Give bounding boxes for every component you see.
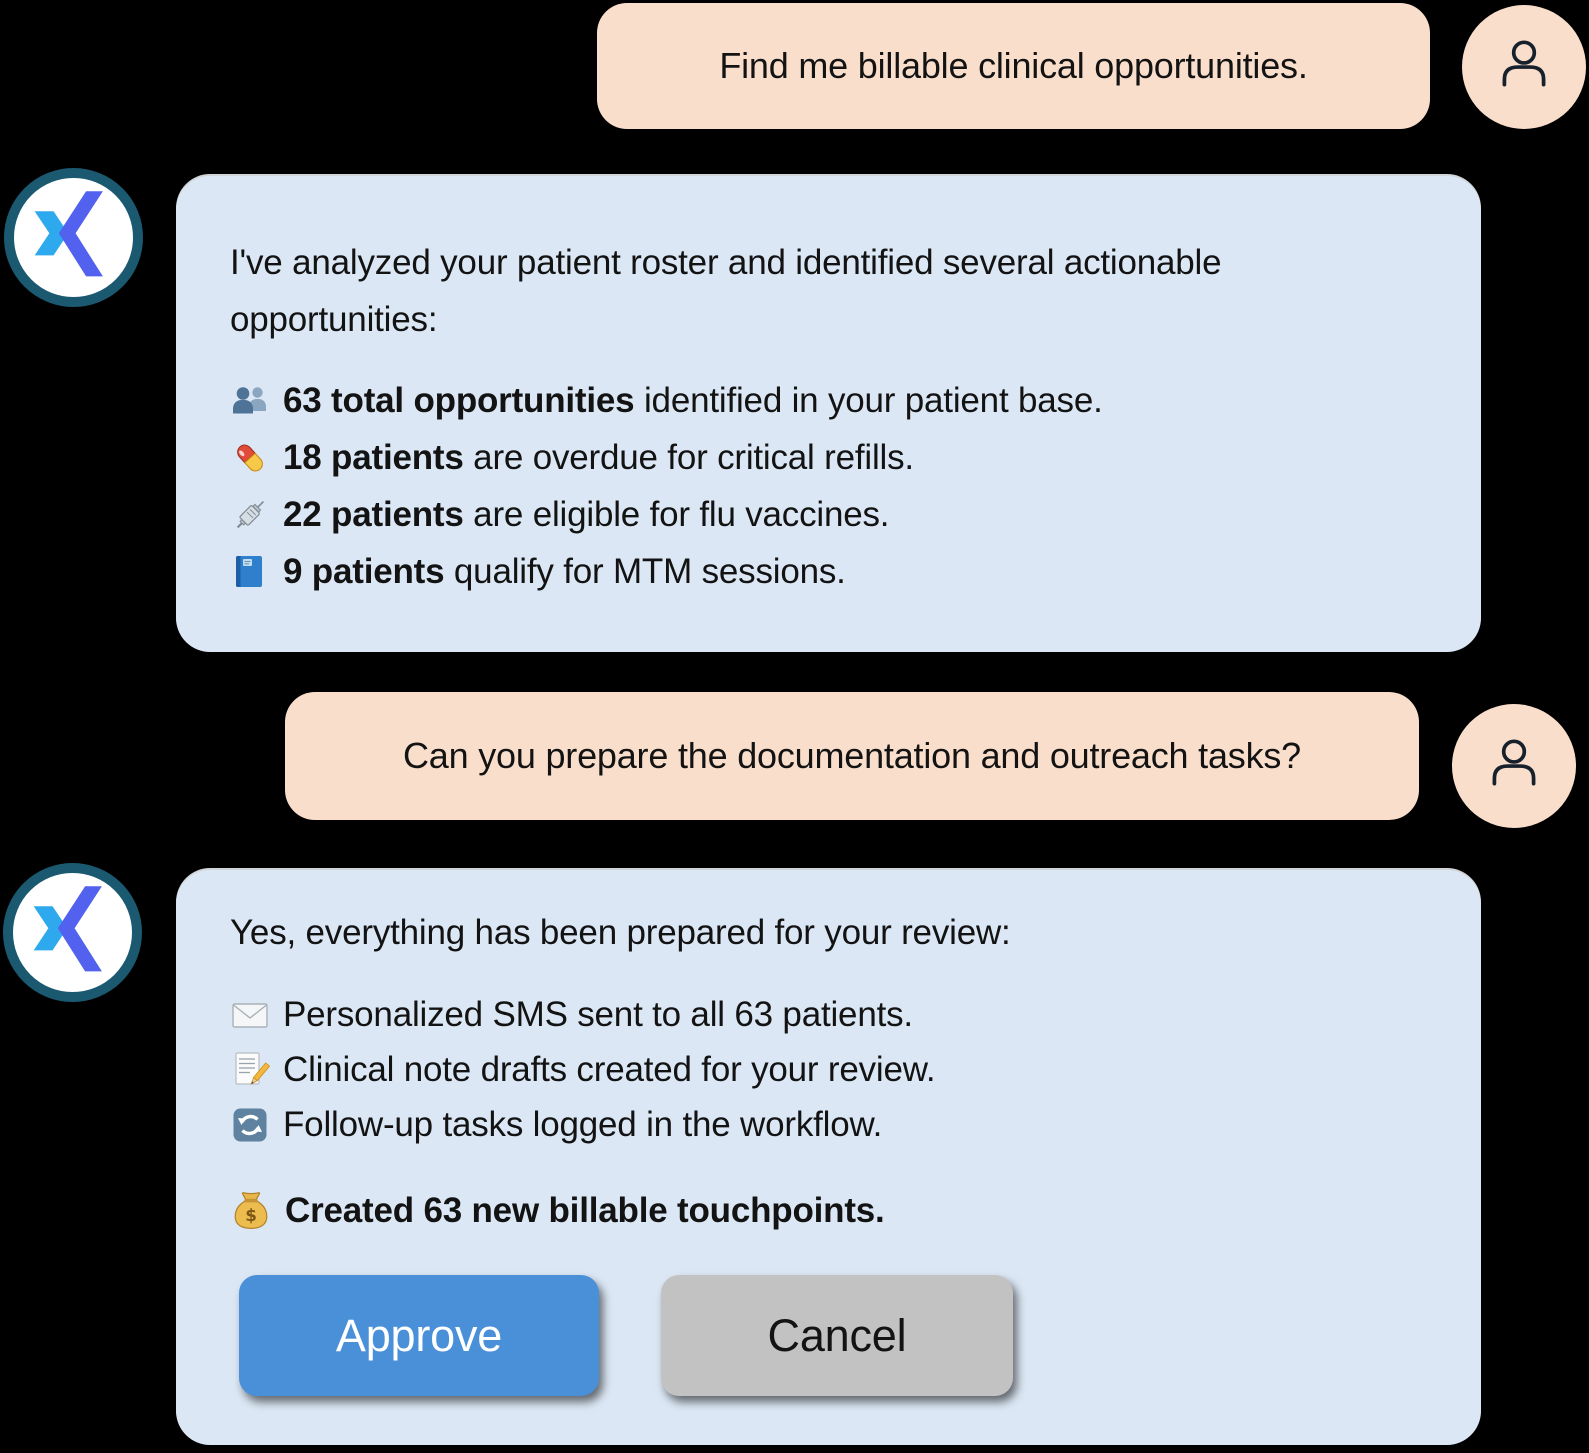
assistant-avatar (4, 168, 143, 307)
user-message-bubble: Can you prepare the documentation and ou… (285, 692, 1419, 820)
list-item: 22 patients are eligible for flu vaccine… (230, 486, 1427, 543)
memo-icon (230, 1050, 271, 1090)
item-text: 9 patients qualify for MTM sessions. (283, 551, 846, 591)
list-item: 9 patients qualify for MTM sessions. (230, 543, 1427, 600)
people-icon (230, 381, 270, 421)
svg-text:$: $ (245, 1204, 256, 1224)
person-icon (1481, 731, 1547, 802)
user-message-text: Can you prepare the documentation and ou… (403, 735, 1301, 776)
action-buttons: Approve Cancel (239, 1275, 1427, 1396)
user-avatar (1462, 5, 1586, 129)
assistant-avatar (3, 863, 142, 1002)
list-item: 18 patients are overdue for critical ref… (230, 429, 1427, 486)
list-item: Clinical note drafts created for your re… (230, 1042, 1427, 1097)
task-list: Personalized SMS sent to all 63 patients… (230, 987, 1427, 1152)
user-avatar (1452, 704, 1576, 828)
user-message-text: Find me billable clinical opportunities. (719, 45, 1308, 86)
syringe-icon (230, 495, 270, 535)
book-icon (230, 552, 270, 592)
assistant-message-bubble: I've analyzed your patient roster and id… (176, 176, 1481, 652)
list-item: Personalized SMS sent to all 63 patients… (230, 987, 1427, 1042)
billable-highlight: $ Created 63 new billable touchpoints. (230, 1182, 1427, 1239)
moneybag-icon: $ (230, 1190, 272, 1232)
person-icon (1491, 32, 1557, 103)
arrows-icon (230, 1105, 270, 1145)
item-text: 22 patients are eligible for flu vaccine… (283, 494, 890, 534)
list-item: 63 total opportunities identified in you… (230, 372, 1427, 429)
approve-button[interactable]: Approve (239, 1275, 599, 1396)
item-text: Personalized SMS sent to all 63 patients… (283, 994, 913, 1034)
item-text: Clinical note drafts created for your re… (283, 1049, 936, 1089)
assistant-intro-text: Yes, everything has been prepared for yo… (230, 913, 1011, 952)
opportunity-list: 63 total opportunities identified in you… (230, 372, 1427, 600)
item-text: Follow-up tasks logged in the workflow. (283, 1104, 883, 1144)
assistant-intro-text: I've analyzed your patient roster and id… (230, 243, 1222, 339)
assistant-message-bubble: Yes, everything has been prepared for yo… (176, 870, 1481, 1445)
pill-icon (230, 438, 270, 478)
highlight-text: Created 63 new billable touchpoints. (285, 1190, 885, 1230)
cancel-button[interactable]: Cancel (661, 1275, 1013, 1396)
user-message-bubble: Find me billable clinical opportunities. (597, 3, 1430, 129)
item-text: 63 total opportunities identified in you… (283, 380, 1103, 420)
list-item: Follow-up tasks logged in the workflow. (230, 1097, 1427, 1152)
item-text: 18 patients are overdue for critical ref… (283, 437, 914, 477)
envelope-icon (230, 995, 270, 1035)
